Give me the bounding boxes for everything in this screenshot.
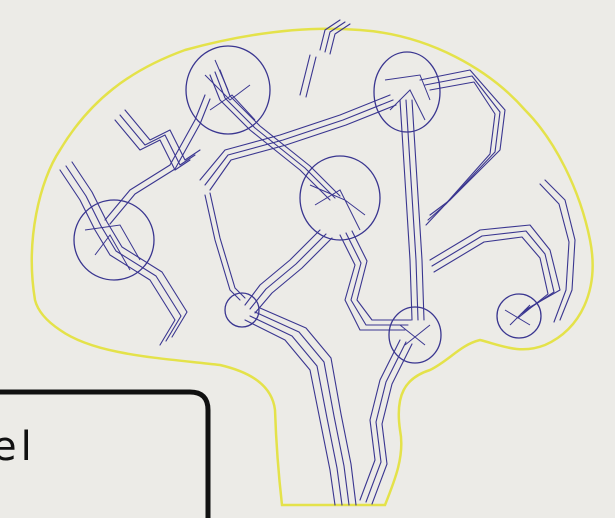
card-label: el [0,424,36,470]
